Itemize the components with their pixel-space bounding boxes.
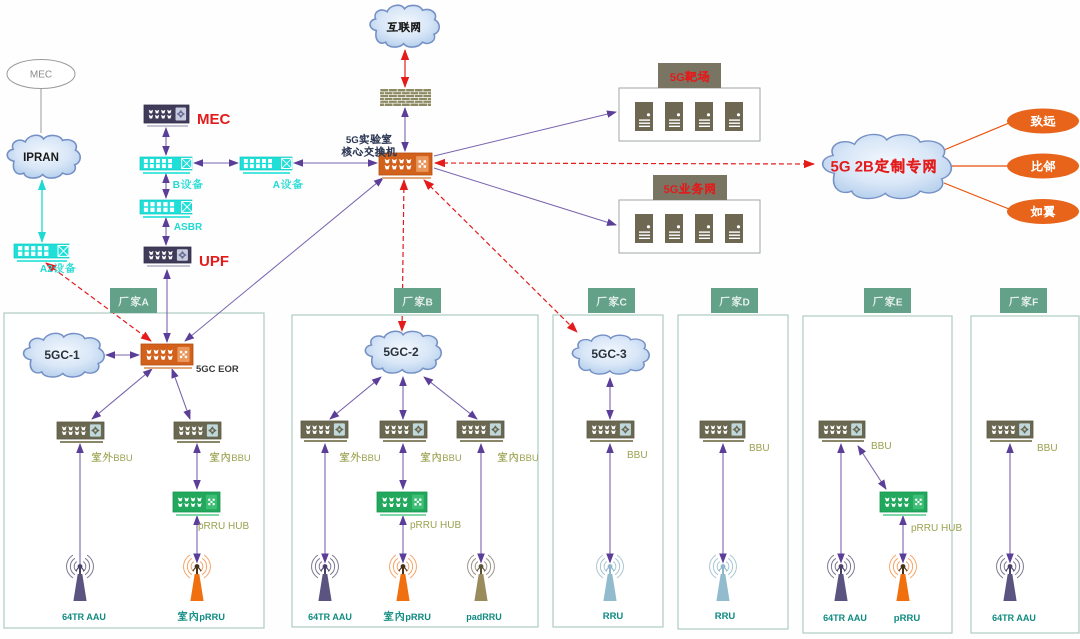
svg-text:BBU: BBU [871, 441, 892, 452]
svg-text:UPF: UPF [199, 253, 229, 270]
svg-text:MEC: MEC [197, 111, 231, 128]
svg-text:pRRU HUB: pRRU HUB [410, 520, 461, 531]
svg-text:IPRAN: IPRAN [23, 152, 59, 164]
svg-text:padRRU: padRRU [466, 612, 502, 622]
svg-text:64TR AAU: 64TR AAU [308, 612, 352, 622]
svg-text:64TR AAU: 64TR AAU [62, 612, 106, 622]
svg-text:pRRU HUB: pRRU HUB [198, 521, 249, 532]
svg-text:BBU: BBU [627, 450, 648, 461]
svg-text:BBU: BBU [749, 443, 770, 454]
svg-text:MEC: MEC [30, 70, 52, 81]
svg-text:RRU: RRU [603, 611, 624, 622]
svg-text:pRRU: pRRU [894, 613, 921, 624]
svg-text:ASBR: ASBR [174, 222, 203, 233]
svg-text:64TR AAU: 64TR AAU [992, 613, 1036, 623]
svg-text:BBU: BBU [1037, 443, 1058, 454]
svg-text:5GC-3: 5GC-3 [591, 347, 627, 361]
svg-text:64TR AAU: 64TR AAU [823, 613, 867, 623]
svg-text:5GC-1: 5GC-1 [44, 348, 80, 362]
svg-text:pRRU HUB: pRRU HUB [911, 523, 962, 534]
svg-text:5GC-2: 5GC-2 [383, 345, 419, 359]
svg-text:5GC EOR: 5GC EOR [196, 364, 239, 375]
svg-text:RRU: RRU [715, 611, 736, 622]
